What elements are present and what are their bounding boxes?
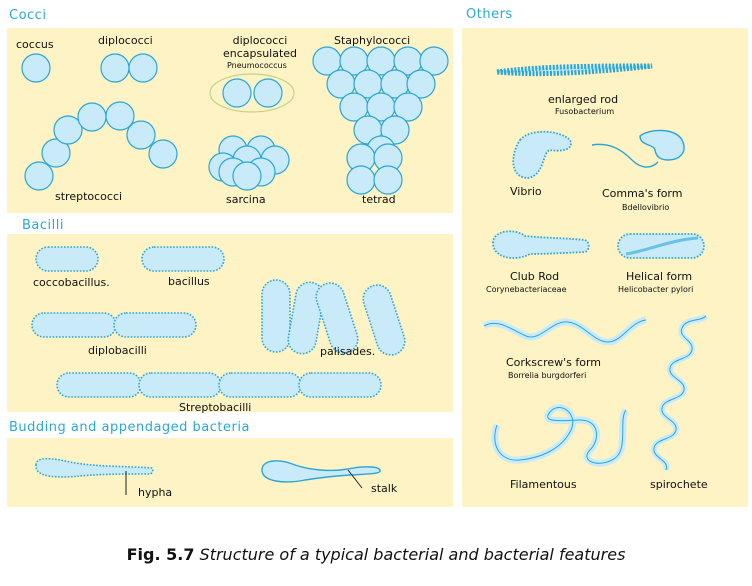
label-palisades: palisades. xyxy=(320,345,376,358)
label-diplobacilli: diplobacilli xyxy=(88,344,147,357)
label-sarcina: sarcina xyxy=(226,193,266,206)
encapsulated-diplococci-cells xyxy=(209,73,295,113)
label-corkscrews-form: Corkscrew's form xyxy=(506,356,602,369)
helical-form-cell xyxy=(617,233,705,259)
label-stalk: stalk xyxy=(371,482,398,495)
label-fusobacterium: Fusobacterium xyxy=(555,107,615,116)
diplobacilli-cell-2 xyxy=(113,312,197,338)
label-staphylococci: Staphylococci xyxy=(334,34,411,47)
label-tetrad: tetrad xyxy=(362,193,396,206)
label-borrelia-burgdorferi: Borrelia burgdorferi xyxy=(508,371,587,380)
label-corynebacteriaceae: Corynebacteriaceae xyxy=(486,285,567,294)
fusobacterium-cell xyxy=(496,63,653,77)
label-diplococci-encapsulated: diplococci encapsulated xyxy=(222,34,298,60)
label-coccus: coccus xyxy=(16,38,54,51)
stalk-cell xyxy=(261,460,381,489)
label-filamentous: Filamentous xyxy=(510,478,577,491)
heading-bacilli: Bacilli xyxy=(22,218,64,233)
bacillus-cell xyxy=(141,246,225,272)
label-vibrio: Vibrio xyxy=(510,185,542,198)
others-panel xyxy=(462,28,748,507)
streptobacilli-cell-1 xyxy=(56,372,142,398)
palisade-cell-2 xyxy=(287,281,325,355)
filamentous-cell xyxy=(491,404,630,467)
label-helical-form: Helical form xyxy=(626,270,693,283)
palisade-cell-1 xyxy=(261,279,291,353)
streptobacilli-cell-4 xyxy=(298,372,382,398)
palisade-cell-3 xyxy=(315,282,359,354)
label-pneumococcus: Pneumococcus xyxy=(227,61,287,70)
palisade-cell-4 xyxy=(362,284,406,356)
label-helicobacter-pylori: Helicobacter pylori xyxy=(618,285,694,294)
label-coccobacillus: coccobacillus. xyxy=(33,276,110,289)
heading-budding: Budding and appendaged bacteria xyxy=(9,420,250,435)
heading-others: Others xyxy=(466,7,513,22)
label-hypha: hypha xyxy=(138,486,173,499)
heading-cocci: Cocci xyxy=(9,8,47,23)
streptobacilli-cell-2 xyxy=(138,372,222,398)
streptococci-chain xyxy=(24,101,178,191)
label-enlarged-rod: enlarged rod xyxy=(548,93,619,106)
figure-caption-text: Structure of a typical bacterial and bac… xyxy=(199,545,626,564)
label-club-rod: Club Rod xyxy=(510,270,560,283)
sarcina-cells xyxy=(208,135,290,191)
commas-form-cell xyxy=(591,129,685,168)
hypha-cell xyxy=(35,457,154,495)
club-rod-cell xyxy=(492,230,590,259)
figure-caption: Fig. 5.7 Structure of a typical bacteria… xyxy=(0,545,752,564)
label-streptobacilli: Streptobacilli xyxy=(179,401,252,414)
corkscrews-form-cell xyxy=(482,316,647,346)
vibrio-cell xyxy=(512,130,572,179)
label-spirochete: spirochete xyxy=(650,478,708,491)
label-commas-form: Comma's form xyxy=(602,187,683,200)
spirochete-cell xyxy=(650,313,709,472)
diplobacilli-cell-1 xyxy=(31,312,117,338)
figure-number: Fig. 5.7 xyxy=(126,545,195,564)
streptobacilli-cell-3 xyxy=(218,372,302,398)
label-streptococci: streptococci xyxy=(55,190,123,203)
coccobacillus-cell xyxy=(35,246,99,272)
label-bdellovibrio: Bdellovibrio xyxy=(622,203,670,212)
label-bacillus: bacillus xyxy=(168,275,210,288)
diplococci-cells xyxy=(100,53,158,83)
label-diplococci: diplococci xyxy=(98,34,153,47)
coccus-cell xyxy=(21,53,51,83)
